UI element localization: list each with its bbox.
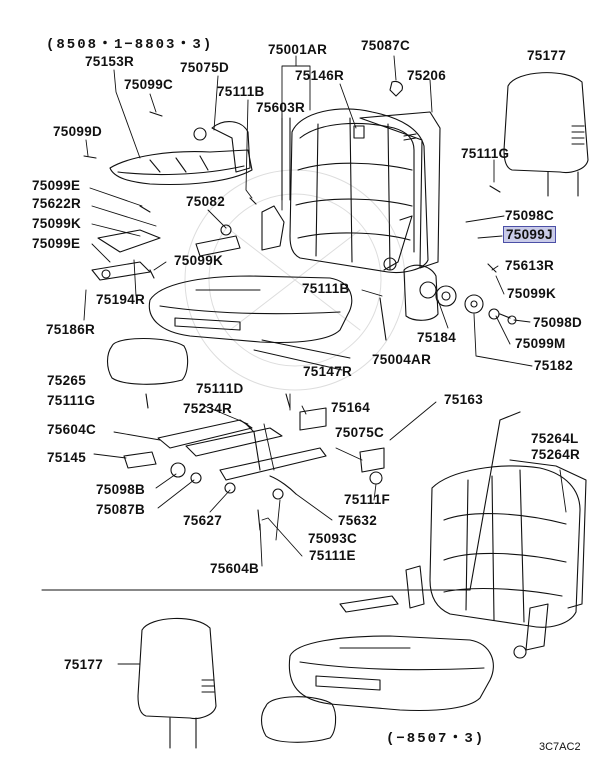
lower-seat-cushion xyxy=(288,635,494,712)
upper-fasteners xyxy=(83,80,517,341)
part-label[interactable]: 75182 xyxy=(534,358,574,373)
part-label[interactable]: 75075C xyxy=(335,425,385,440)
part-label[interactable]: 75111B xyxy=(217,84,265,99)
part-label[interactable]: 75604C xyxy=(47,422,97,437)
part-label[interactable]: 75111F xyxy=(344,492,391,507)
part-label[interactable]: 75111G xyxy=(47,393,96,408)
part-label[interactable]: 75111G xyxy=(461,146,510,161)
part-label[interactable]: 75082 xyxy=(186,194,226,209)
part-label[interactable]: 75099E xyxy=(32,236,81,251)
part-label[interactable]: 75099K xyxy=(507,286,557,301)
part-label[interactable]: 75147R xyxy=(303,364,353,379)
part-label[interactable]: 75099D xyxy=(53,124,103,139)
part-label[interactable]: 75098D xyxy=(533,315,583,330)
part-label[interactable]: 75093C xyxy=(308,531,358,546)
part-label[interactable]: 75627 xyxy=(183,513,223,528)
upper-seat-cushion xyxy=(148,275,353,344)
part-label[interactable]: 75264R xyxy=(531,447,581,462)
diagram-code: 3C7AC2 xyxy=(539,741,581,753)
part-label[interactable]: 75099K xyxy=(32,216,82,231)
armrest-lower xyxy=(260,696,337,743)
part-label[interactable]: 75153R xyxy=(85,54,135,69)
part-label[interactable]: 75234R xyxy=(183,401,233,416)
part-label[interactable]: 75265 xyxy=(47,373,87,388)
part-label[interactable]: 75613R xyxy=(505,258,555,273)
part-label[interactable]: 75164 xyxy=(331,400,371,415)
part-label[interactable]: 75206 xyxy=(407,68,447,83)
production-period-bottom: (−8507・3) xyxy=(386,731,486,747)
part-label[interactable]: 75098C xyxy=(505,208,555,223)
part-label[interactable]: 75099C xyxy=(124,77,174,92)
lower-recliner-frame xyxy=(339,565,549,659)
part-label[interactable]: 75111D xyxy=(196,381,244,396)
part-label[interactable]: 75603R xyxy=(256,100,306,115)
part-label[interactable]: 75194R xyxy=(96,292,146,307)
part-label[interactable]: 75099E xyxy=(32,178,81,193)
part-label[interactable]: 75604B xyxy=(210,561,260,576)
upper-back-panel xyxy=(359,111,441,269)
part-label[interactable]: 75099M xyxy=(515,336,566,351)
part-label[interactable]: 75264L xyxy=(531,431,579,446)
lower-seat-back xyxy=(429,459,587,628)
headrest-lower xyxy=(137,617,217,749)
upper-lower-frame xyxy=(109,121,253,186)
upper-recliner-mechanism xyxy=(403,264,484,321)
part-label[interactable]: 75004AR xyxy=(372,352,432,367)
part-label[interactable]: 75087B xyxy=(96,502,146,517)
production-period-top: (8508・1−8803・3) xyxy=(46,37,214,53)
part-label[interactable]: 75184 xyxy=(417,330,457,345)
section-divider xyxy=(41,411,521,591)
part-label[interactable]: 75075D xyxy=(180,60,230,75)
part-label[interactable]: 75632 xyxy=(338,513,378,528)
part-label[interactable]: 75111B xyxy=(302,281,350,296)
part-label[interactable]: 75099K xyxy=(174,253,224,268)
part-label[interactable]: 75177 xyxy=(527,48,567,63)
part-label[interactable]: 75087C xyxy=(361,38,411,53)
part-label[interactable]: 75098B xyxy=(96,482,146,497)
armrest-upper xyxy=(106,337,189,385)
part-label[interactable]: 75146R xyxy=(295,68,345,83)
part-label-highlighted[interactable]: 75099J xyxy=(503,226,556,243)
part-label[interactable]: 75001AR xyxy=(268,42,328,57)
seat-rail-assembly xyxy=(123,393,385,531)
part-label[interactable]: 75186R xyxy=(46,322,96,337)
part-label[interactable]: 75111E xyxy=(309,548,356,563)
headrest-upper xyxy=(503,72,589,197)
upper-seat-back xyxy=(289,108,429,274)
leader-lines xyxy=(83,55,567,665)
part-label[interactable]: 75622R xyxy=(32,196,82,211)
part-label[interactable]: 75163 xyxy=(444,392,484,407)
part-label[interactable]: 75177 xyxy=(64,657,104,672)
part-label[interactable]: 75145 xyxy=(47,450,87,465)
